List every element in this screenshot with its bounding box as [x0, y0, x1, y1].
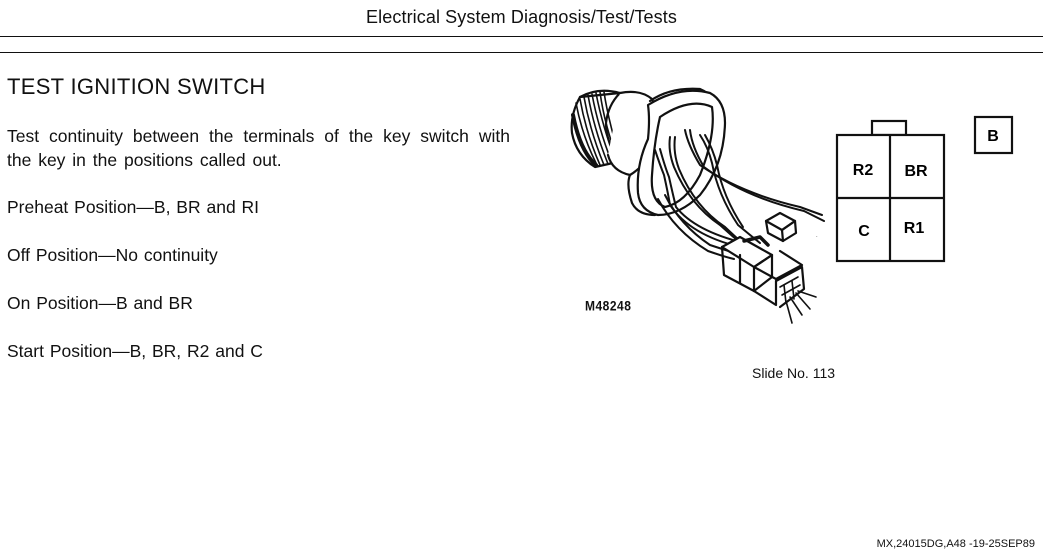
single-terminal-connector-icon — [764, 211, 798, 243]
section-title: TEST IGNITION SWITCH — [7, 74, 266, 99]
svg-text:.: . — [816, 233, 818, 239]
connector-pinout-diagram — [835, 115, 1014, 263]
on-position-text: On Position—B and BR — [7, 293, 193, 313]
wiring-harness-icon — [654, 129, 825, 260]
ignition-switch-illustration: . R2 BR C R1 B — [570, 87, 1014, 324]
off-position-text: Off Position—No continuity — [7, 245, 218, 265]
page-header-title: Electrical System Diagnosis/Test/Tests — [366, 7, 677, 27]
terminal-label-r1: R1 — [904, 220, 925, 237]
header-rule-bottom — [0, 52, 1043, 53]
start-position-text: Start Position—B, BR, R2 and C — [7, 341, 263, 361]
terminal-label-c: C — [858, 223, 870, 240]
figure-id-label: M48248 — [585, 297, 632, 315]
terminal-label-br: BR — [904, 163, 928, 180]
multi-pin-connector-icon — [720, 235, 817, 324]
terminal-label-b: B — [987, 128, 999, 145]
slide-number-label: Slide No. 113 — [752, 365, 836, 381]
preheat-position-text: Preheat Position—B, BR and RI — [7, 197, 260, 217]
document-reference-code: MX,24015DG,A48 -19-25SEP89 — [876, 538, 1035, 550]
terminal-label-r2: R2 — [853, 162, 874, 179]
header-rule-top — [0, 36, 1043, 37]
ignition-switch-figure: . R2 BR C R1 B — [540, 75, 1040, 335]
intro-paragraph: Test continuity between the terminals of… — [7, 126, 510, 170]
switch-body-icon — [636, 89, 727, 217]
